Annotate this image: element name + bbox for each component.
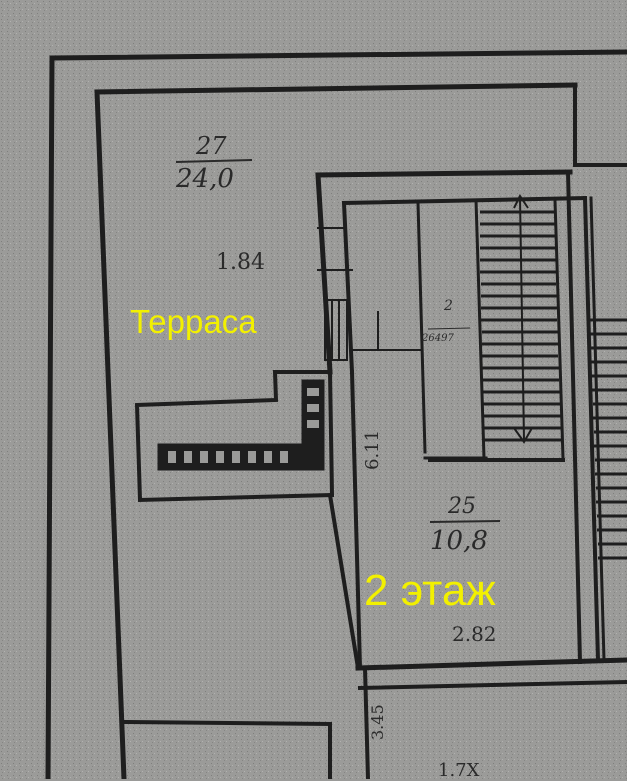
room-2-left-wall	[416, 201, 427, 454]
room-27-area: 24,0	[176, 164, 234, 194]
right-wall-a	[565, 169, 583, 665]
room-25-number: 25	[448, 494, 476, 519]
stair-run-vertical	[480, 194, 562, 444]
stair-run-right-edge	[590, 318, 627, 560]
room-2-area: 26497	[422, 333, 454, 344]
room-25-left-wall	[349, 369, 363, 671]
stair-right-wall	[553, 198, 565, 460]
right-wall-c	[589, 196, 606, 662]
right-wall-b	[582, 195, 601, 663]
room-27-dimension: 1.84	[216, 250, 265, 275]
room-2-fraction-bar	[427, 327, 471, 330]
room-27-fraction-bar	[175, 159, 253, 163]
lower-room-top	[357, 679, 627, 691]
terrace-annotation: Терраса	[130, 303, 257, 340]
room-25-area: 10,8	[430, 526, 488, 556]
bottom-dimension: 3.45	[368, 704, 387, 740]
room-25-width: 2.82	[452, 622, 497, 646]
stair-run-horizontal	[157, 379, 325, 471]
building-front-wall	[327, 492, 361, 671]
room-27-number: 27	[196, 132, 227, 160]
room-2-number: 2	[444, 298, 453, 314]
room-25-length: 6.11	[362, 429, 383, 470]
floor-bottom-wall	[355, 657, 627, 671]
building-inner-wall	[341, 195, 588, 375]
room-2-right-wall	[474, 198, 486, 460]
outer-wall	[45, 49, 627, 779]
bottom-right-fragment: 1.7Х	[438, 760, 480, 781]
room-25-fraction-bar	[429, 520, 501, 523]
terrace-inner-wall	[94, 82, 578, 779]
floor-annotation: 2 этаж	[364, 566, 496, 615]
terrace-bottom-line	[121, 719, 333, 727]
window	[324, 299, 348, 361]
